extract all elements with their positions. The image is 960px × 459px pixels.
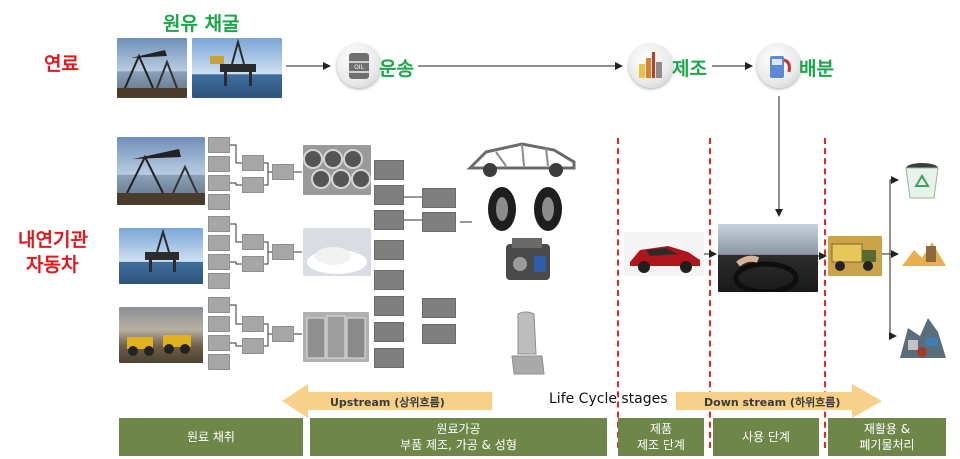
extraction-title: 원유 채굴 [163,13,240,35]
tires-image [484,186,568,232]
stage-raw-material: 원료 채취 [119,418,303,456]
waste-pile-image [898,308,948,364]
stage-divider-3 [824,138,826,448]
vehicle-row-label-line2: 자동차 [26,254,79,276]
landfill-image [900,232,948,272]
stage-label: 제품 [649,422,673,436]
transport-label: 운송 [379,58,414,80]
steel-coil-icon [303,149,371,189]
engine-image [500,234,558,290]
mining-truck-icon [127,335,191,356]
oil-pump-photo-2 [117,137,205,205]
waste-pile-icon [900,318,946,358]
stage-product: 제품 제조 단계 [618,418,704,456]
vehicle-row-label-line1: 내연기관 [18,229,88,251]
offshore-rig-photo-2 [119,228,203,284]
metal-drums-photo [303,312,369,362]
stage-sublabel: 제조 단계 [637,438,685,452]
fuel-row-label: 연료 [44,53,79,75]
dump-truck-icon [831,243,876,271]
fuel-pump-icon [757,44,801,88]
stage-divider-2 [709,138,711,448]
steel-coils-photo [303,145,371,195]
stage-label: 원료가공 [436,422,481,436]
upstream-arrow [282,384,492,418]
seat-icon [511,311,545,375]
downstream-label: Down stream (하위흐름) [704,396,841,409]
steering-wheel-icon [733,255,799,292]
distribution-label: 배분 [799,58,834,80]
oil-rig-icon [210,38,256,86]
oil-rig-icon [145,228,179,272]
tire-icon [488,187,562,231]
oil-pump-icon [117,149,205,205]
stage-label: 재활용 & [863,422,911,436]
pellet-icon [307,247,367,274]
stage-sublabel: 폐기물처리 [859,438,915,452]
recycle-bin-image [902,160,942,202]
manufacture-label: 제조 [672,58,707,80]
engine-icon [506,238,550,280]
stage-label: 원료 채취 [187,430,235,444]
stage-recycling: 재활용 & 폐기물처리 [828,418,946,456]
car-icon [630,246,700,273]
mining-trucks-photo [119,307,203,363]
factory-icon [629,44,673,88]
plastic-pellets-photo [303,228,371,276]
downstream-arrow [676,384,882,418]
car-body-frame-image [466,136,578,180]
car-seat-image [506,310,548,382]
stage-label: 사용 단계 [742,430,790,444]
metal-drum-icon [306,315,366,359]
red-car-photo [624,232,704,276]
upstream-label: Upstream (상위흐름) [330,396,445,409]
landfill-icon [902,242,946,266]
stage-processing: 원료가공 부품 제조, 가공 & 성형 [310,418,607,456]
transport-oil-drum-icon: OIL [337,44,381,88]
oil-pump-icon [117,50,187,98]
recycle-bin-icon [905,163,939,199]
stage-sublabel: 부품 제조, 가공 & 성형 [400,438,517,452]
oil-can-label: OIL [354,64,364,71]
dump-truck-photo [828,236,882,276]
driving-photo [718,224,818,292]
oil-pump-photo [117,38,187,98]
offshore-rig-photo [192,38,282,98]
lifecycle-center-label: Life Cycle stages [549,391,668,407]
stage-use: 사용 단계 [713,418,819,456]
stage-divider-1 [617,138,619,448]
car-frame-icon [466,142,576,177]
